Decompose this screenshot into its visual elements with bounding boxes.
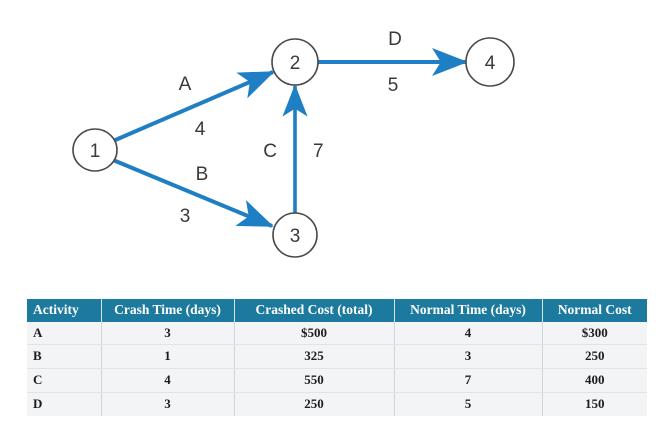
cell-crash-time: 3	[101, 321, 235, 346]
cell-crashed-cost: $500	[234, 321, 395, 346]
table-row: D 3 250 5 150	[27, 392, 647, 417]
table-header-row: Activity Crash Time (days) Crashed Cost …	[27, 299, 647, 322]
cell-normal-time: 5	[394, 392, 543, 417]
cell-normal-cost: 400	[542, 368, 647, 394]
node-3-circle	[272, 212, 318, 258]
column-header-activity: Activity	[27, 299, 102, 322]
node-2[interactable]: 2	[271, 38, 319, 86]
cell-activity: C	[27, 368, 102, 394]
node-1[interactable]: 1	[72, 128, 118, 172]
column-header-normal-cost: Normal Cost	[542, 299, 647, 322]
edge-D-activity-label: D	[388, 29, 402, 50]
cell-crashed-cost: 325	[234, 344, 395, 370]
cell-crash-time: 3	[101, 392, 235, 417]
node-2-label: 2	[290, 53, 301, 74]
node-1-circle	[72, 128, 118, 172]
table-row: A 3 $500 4 $300	[27, 321, 647, 346]
edge-A-line	[112, 70, 275, 143]
edge-B-activity-label: B	[196, 164, 209, 185]
node-4-circle	[465, 37, 515, 87]
crash-cost-table-container: Activity Crash Time (days) Crashed Cost …	[27, 299, 647, 417]
cell-crash-time: 4	[101, 368, 235, 394]
cell-activity: D	[27, 392, 102, 417]
node-1-label: 1	[90, 141, 101, 162]
cell-normal-time: 3	[394, 344, 543, 370]
cell-normal-cost: 250	[542, 344, 647, 370]
edge-B-line	[112, 158, 274, 228]
network-diagram: A 4 B 3 C 7 D 5 1 2 3 4	[72, 29, 515, 258]
column-header-crashed-cost: Crashed Cost (total)	[234, 299, 395, 322]
edge-A-duration-label: 4	[195, 119, 206, 140]
edge-B-duration-label: 3	[180, 206, 191, 227]
cell-normal-cost: 150	[542, 392, 647, 417]
edge-D-duration-label: 5	[388, 75, 399, 96]
edge-C-duration-label: 7	[313, 141, 324, 162]
cell-normal-time: 4	[394, 321, 543, 346]
cell-crashed-cost: 550	[234, 368, 395, 394]
node-3[interactable]: 3	[272, 212, 318, 258]
cell-crash-time: 1	[101, 344, 235, 370]
node-4[interactable]: 4	[465, 37, 515, 87]
cell-normal-time: 7	[394, 368, 543, 394]
node-4-label: 4	[485, 53, 496, 74]
node-2-circle	[271, 38, 319, 86]
cell-crashed-cost: 250	[234, 392, 395, 417]
table-row: C 4 550 7 400	[27, 368, 647, 394]
crash-cost-table: Activity Crash Time (days) Crashed Cost …	[27, 299, 647, 417]
column-header-crash-time: Crash Time (days)	[101, 299, 235, 322]
edge-A-activity-label: A	[179, 74, 192, 95]
cell-activity: A	[27, 321, 102, 346]
cell-activity: B	[27, 344, 102, 370]
edge-C-activity-label: C	[263, 141, 277, 162]
table-row: B 1 325 3 250	[27, 344, 647, 370]
cell-normal-cost: $300	[542, 321, 647, 346]
node-3-label: 3	[290, 226, 301, 247]
column-header-normal-time: Normal Time (days)	[394, 299, 543, 322]
